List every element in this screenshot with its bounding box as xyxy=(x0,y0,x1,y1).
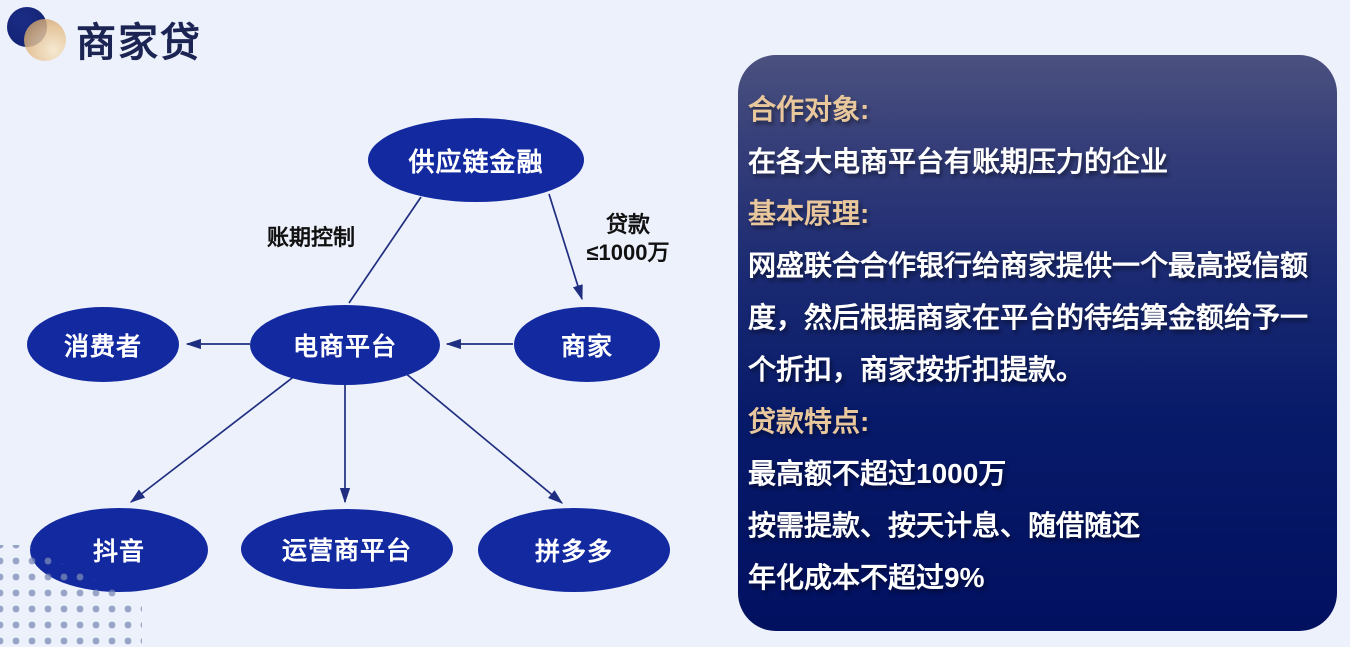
flow-diagram: 供应链金融 消费者 电商平台 商家 抖音 运营商平台 拼多多 账期控制 贷款 ≤… xyxy=(27,118,693,592)
page-title: 商家贷 xyxy=(76,21,202,65)
node-label: 运营商平台 xyxy=(281,537,412,565)
section-body-cooperation-target: 在各大电商平台有账期压力的企业 xyxy=(748,146,1169,177)
diagram-edges xyxy=(129,193,583,504)
section-heading-basic-principle: 基本原理: xyxy=(748,198,870,229)
node-consumer: 消费者 xyxy=(27,307,179,382)
edge-label-loan-line1: 贷款 xyxy=(605,212,650,237)
node-label: 电商平台 xyxy=(292,333,397,361)
loan-feature-max-amount: 最高额不超过1000万 xyxy=(748,458,1007,489)
node-pinduoduo: 拼多多 xyxy=(478,508,670,592)
edge-supplychain-ecommerce xyxy=(348,196,422,304)
loan-feature-annual-cost: 年化成本不超过9% xyxy=(748,562,985,593)
node-ecommerce-platform: 电商平台 xyxy=(250,305,440,385)
edge-supplychain-merchant xyxy=(548,193,583,301)
section-body-basic-principle: 网盛联合合作银行给商家提供一个最高授信额度，然后根据商家在平台的待结算金额给予一… xyxy=(748,250,1309,385)
node-operator-platform: 运营商平台 xyxy=(241,509,453,589)
section-heading-loan-features: 贷款特点: xyxy=(748,406,870,437)
info-panel: 合作对象: 在各大电商平台有账期压力的企业 基本原理: 网盛联合合作银行给商家提… xyxy=(738,55,1337,631)
section-heading-cooperation-target: 合作对象: xyxy=(748,94,870,125)
node-supply-chain-finance: 供应链金融 xyxy=(368,118,584,202)
node-merchant: 商家 xyxy=(514,307,660,382)
node-label: 商家 xyxy=(560,332,613,361)
node-label: 拼多多 xyxy=(534,538,613,566)
node-label: 消费者 xyxy=(63,332,142,361)
edge-label-payment-term-control: 账期控制 xyxy=(266,225,355,250)
edge-label-loan-limit: 贷款 ≤1000万 xyxy=(563,211,693,267)
node-label: 供应链金融 xyxy=(408,146,544,177)
loan-feature-flexible-terms: 按需提款、按天计息、随借随还 xyxy=(748,510,1141,541)
edge-ecommerce-pinduoduo xyxy=(403,371,564,504)
edge-label-loan-line2: ≤1000万 xyxy=(586,240,670,265)
logo-gold-circle-icon xyxy=(24,19,66,61)
edge-ecommerce-douyin xyxy=(129,374,297,503)
logo xyxy=(5,4,67,66)
node-label: 抖音 xyxy=(92,538,145,566)
